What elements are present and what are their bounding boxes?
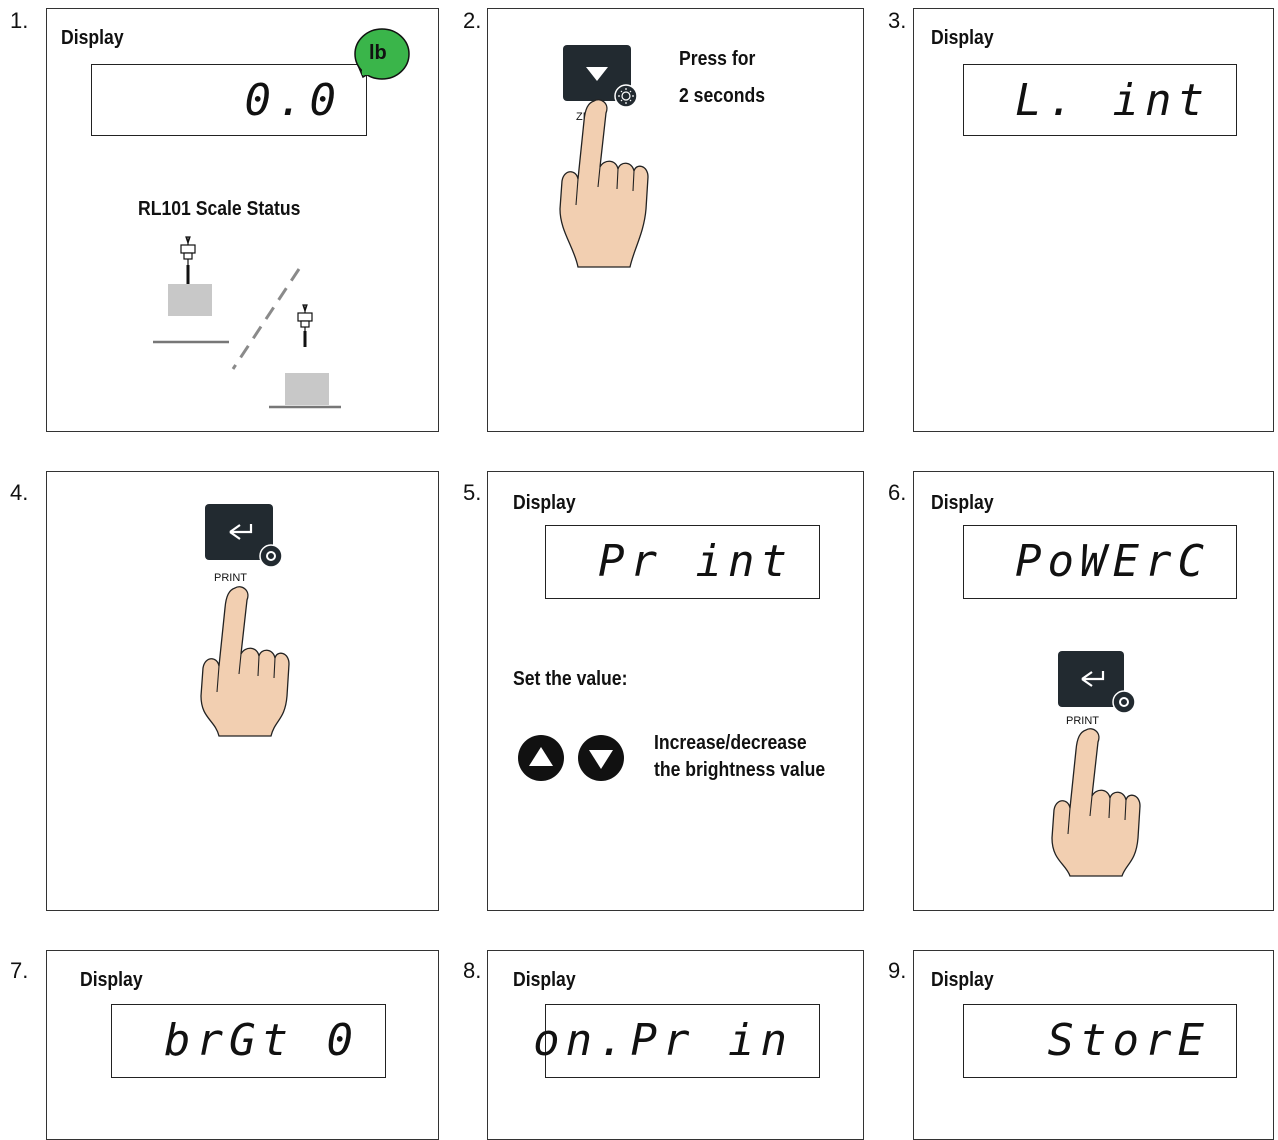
scale-status-illustration xyxy=(153,236,341,409)
pointing-hand-icon xyxy=(200,586,290,737)
set-value-label: Set the value: xyxy=(513,668,628,690)
display-label: Display xyxy=(931,492,994,514)
lcd-readout: 0.0 xyxy=(244,75,342,126)
step-number: 8. xyxy=(463,958,482,983)
enter-arrow-icon xyxy=(229,524,283,568)
instruction-line-1: Press for xyxy=(679,48,756,70)
hint-line-1: Increase/decrease xyxy=(654,732,807,754)
lcd-readout: brGt 0 xyxy=(164,1015,359,1066)
lcd-readout: PoWErC xyxy=(1015,536,1210,587)
unit-badge-label: lb xyxy=(369,42,387,64)
step-8-panel: Display on.Pr in xyxy=(487,950,864,1140)
enter-arrow-icon xyxy=(1081,671,1136,714)
lcd-display: PoWErC xyxy=(963,525,1237,599)
step-number: 2. xyxy=(463,8,482,33)
display-label: Display xyxy=(931,27,994,49)
step-7-panel: Display brGt 0 xyxy=(46,950,439,1140)
step-number: 1. xyxy=(10,8,29,33)
arrow-down-button[interactable] xyxy=(578,735,624,781)
arrow-down-icon xyxy=(586,67,638,108)
step-9-panel: Display StorE xyxy=(913,950,1274,1140)
step-number: 3. xyxy=(888,8,907,33)
step-number: 4. xyxy=(10,480,29,505)
pointing-hand-icon xyxy=(1051,728,1141,877)
lcd-readout: on.Pr in xyxy=(533,1015,793,1066)
display-label: Display xyxy=(513,969,576,991)
display-label: Display xyxy=(931,969,994,991)
step-number: 6. xyxy=(888,480,907,505)
display-label: Display xyxy=(61,27,124,49)
lcd-display: brGt 0 xyxy=(111,1004,386,1078)
print-key-label: PRINT xyxy=(214,572,247,584)
lcd-readout: L. int xyxy=(1015,75,1210,126)
display-label: Display xyxy=(80,969,143,991)
step-4-panel: PRINT xyxy=(46,471,439,911)
lcd-display: on.Pr in xyxy=(533,1004,820,1078)
step-3-panel: Display L. int xyxy=(913,8,1274,432)
scale-status-title: RL101 Scale Status xyxy=(138,198,301,220)
hint-line-2: the brightness value xyxy=(654,759,826,781)
pointing-hand-icon xyxy=(559,99,649,268)
lcd-readout: StorE xyxy=(1047,1015,1210,1066)
lcd-display: Pr int xyxy=(545,525,820,599)
lcd-display: L. int xyxy=(963,64,1237,136)
step-number: 9. xyxy=(888,958,907,983)
step-6-panel: Display PoWErC PRINT xyxy=(913,471,1274,911)
instruction-line-2: 2 seconds xyxy=(679,85,766,107)
lcd-display: StorE xyxy=(963,1004,1237,1078)
unit-badge-icon xyxy=(354,28,410,80)
step-5-panel: Display Pr int Set the value: Increase/d… xyxy=(487,471,864,911)
arrow-up-button[interactable] xyxy=(518,735,564,781)
lcd-readout: Pr int xyxy=(598,536,793,587)
print-key-label: PRINT xyxy=(1066,715,1099,727)
up-down-buttons xyxy=(518,735,624,781)
step-1-panel: Display 0.0 lb RL101 Scale Status xyxy=(46,8,439,432)
display-label: Display xyxy=(513,492,576,514)
step-number: 5. xyxy=(463,480,482,505)
lcd-display: 0.0 xyxy=(91,64,367,136)
step-number: 7. xyxy=(10,958,29,983)
step-2-panel: ZERO Press for 2 seconds xyxy=(487,8,864,432)
